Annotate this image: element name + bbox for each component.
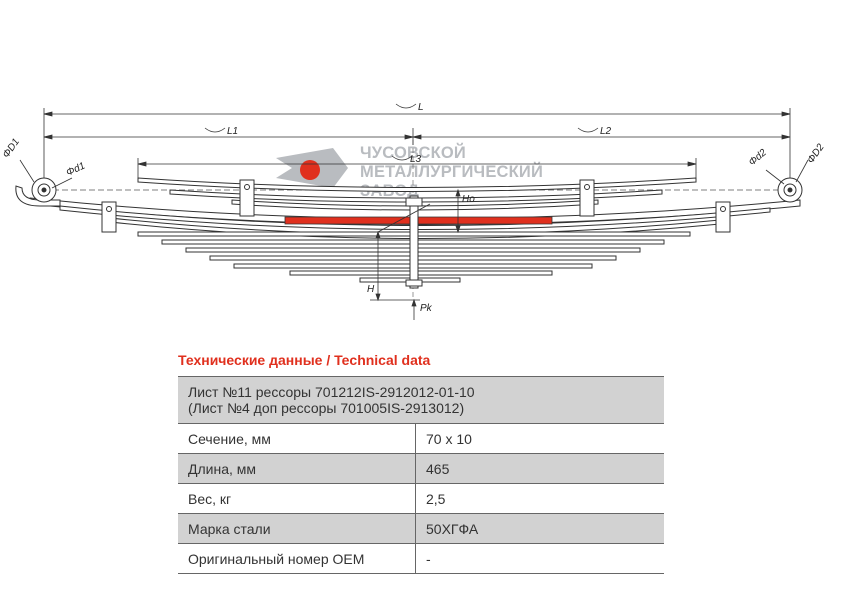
- label-D1: ΦD1: [1, 137, 22, 161]
- label-L: L: [418, 102, 424, 113]
- row-value: 2,5: [415, 483, 664, 514]
- row-label: Сечение, мм: [178, 423, 416, 454]
- row-label: Вес, кг: [178, 483, 416, 514]
- table-row: Оригинальный номер OEM -: [178, 543, 664, 574]
- label-L2: L2: [600, 126, 612, 137]
- table-row: Сечение, мм 70 х 10: [178, 423, 664, 454]
- row-value: 50ХГФА: [415, 513, 664, 544]
- dimension-L: [43, 103, 791, 190]
- label-D2: ΦD2: [805, 142, 826, 166]
- spring-leaves: [29, 177, 801, 283]
- logo-red-dot: [300, 160, 320, 180]
- rear-eye: [777, 177, 803, 203]
- front-eye: [15, 177, 61, 207]
- row-label: Оригинальный номер OEM: [178, 543, 416, 574]
- table-row: Марка стали 50ХГФА: [178, 513, 664, 544]
- row-label: Длина, мм: [178, 453, 416, 484]
- row-label: Марка стали: [178, 513, 416, 544]
- table-header-row: Лист №11 рессоры 701212IS-2912012-01-10 …: [178, 376, 664, 424]
- spring-clamps: [101, 179, 731, 233]
- leaf-spring-drawing: ЧУСОВСКОЙ МЕТАЛЛУРГИЧЕСКИЙ ЗАВОД L L1 L2…: [1, 102, 827, 320]
- header-line-2: (Лист №4 доп рессоры 701005IS-2913012): [188, 400, 465, 416]
- eye-diameter-leaders: [19, 159, 809, 189]
- load-arrow-Pk: [411, 298, 417, 320]
- label-Pk: Pk: [420, 303, 433, 314]
- logo-line-2: МЕТАЛЛУРГИЧЕСКИЙ: [360, 162, 543, 181]
- label-d1: Φd1: [65, 161, 87, 179]
- technical-data-table: Лист №11 рессоры 701212IS-2912012-01-10 …: [178, 376, 664, 574]
- label-H: H: [367, 284, 375, 295]
- label-L3: L3: [410, 154, 422, 165]
- row-value: 465: [415, 453, 664, 484]
- header-line-1: Лист №11 рессоры 701212IS-2912012-01-10: [188, 384, 475, 400]
- label-d2: Φd2: [747, 147, 769, 168]
- label-Ho: Ho: [462, 194, 475, 205]
- dimension-Ho: [420, 188, 470, 234]
- row-value: -: [415, 543, 664, 574]
- dimension-L1-L2: [43, 127, 791, 145]
- row-value: 70 х 10: [415, 423, 664, 454]
- company-logo: ЧУСОВСКОЙ МЕТАЛЛУРГИЧЕСКИЙ ЗАВОД: [276, 143, 543, 200]
- dimension-L3: [137, 155, 697, 182]
- table-row: Длина, мм 465: [178, 453, 664, 484]
- center-bolt: [405, 195, 423, 289]
- dimension-H: [370, 203, 431, 302]
- technical-data-title: Технические данные / Technical data: [178, 352, 431, 368]
- table-row: Вес, кг 2,5: [178, 483, 664, 514]
- table-header-cell: Лист №11 рессоры 701212IS-2912012-01-10 …: [178, 376, 664, 424]
- label-L1: L1: [227, 126, 238, 137]
